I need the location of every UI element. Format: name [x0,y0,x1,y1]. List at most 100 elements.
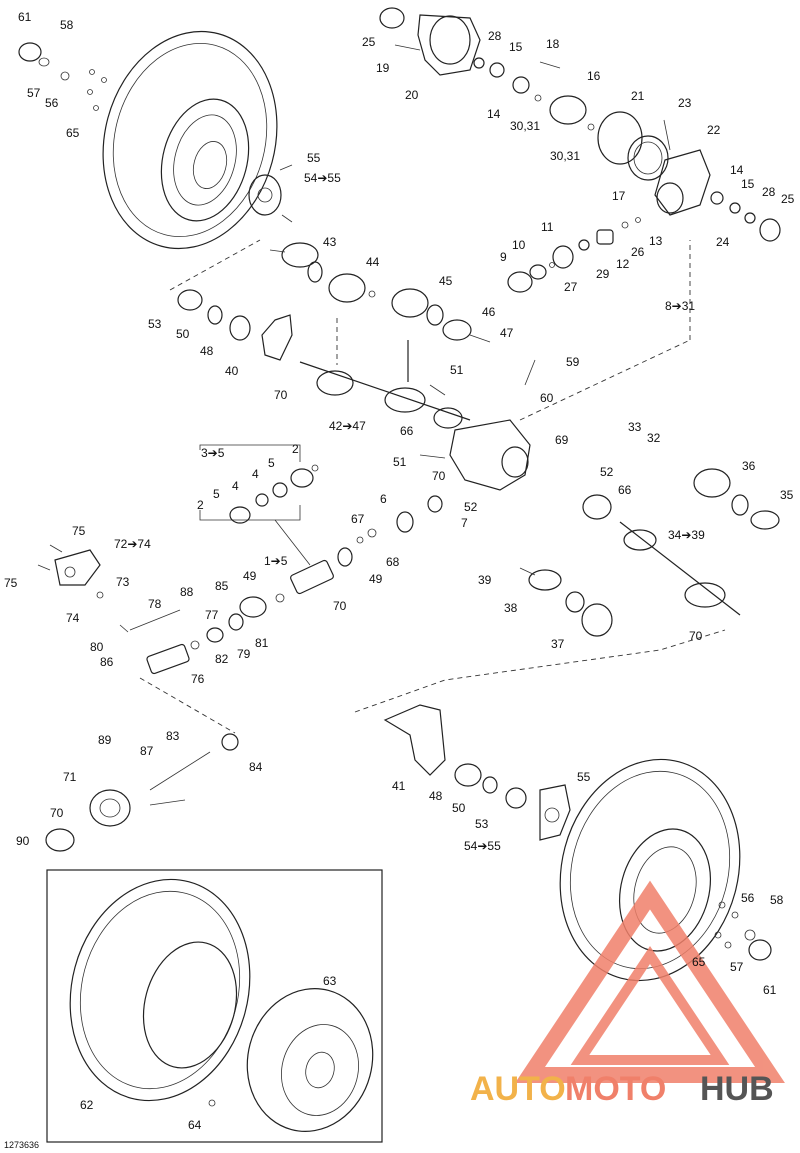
label-12: 12 [616,257,630,271]
label-53b: 53 [475,817,489,831]
label-54-55: 54➔55 [304,171,341,185]
label-58: 58 [60,18,74,32]
label-48: 48 [200,344,214,358]
label-70c: 70 [333,599,347,613]
label-58b: 58 [770,893,784,907]
label-49b: 49 [369,572,383,586]
label-20: 20 [405,88,419,102]
label-5: 5 [268,456,275,470]
label-49: 49 [243,569,257,583]
watermark-text: AUTO MOTO HUB [470,1070,774,1108]
label-65: 65 [66,126,80,140]
label-37: 37 [551,637,565,651]
label-84: 84 [249,760,263,774]
tire-rim-inset [46,869,383,1143]
boot-45-46 [391,288,491,343]
label-70e: 70 [50,806,64,820]
fork-71 [45,677,239,852]
label-74: 74 [66,611,80,625]
label-47: 47 [500,326,514,340]
label-82: 82 [215,652,229,666]
label-23: 23 [678,96,692,110]
rear-differential-housing [419,240,691,520]
label-14b: 14 [730,163,744,177]
label-66: 66 [400,424,414,438]
label-88: 88 [180,585,194,599]
label-19: 19 [376,61,390,75]
gear-assembly-1-5 [199,444,319,566]
label-85: 85 [215,579,229,593]
label-15: 15 [509,40,523,54]
label-55b: 55 [577,770,591,784]
label-78: 78 [148,597,162,611]
rear-knuckle-41 [354,629,726,841]
label-24: 24 [716,235,730,249]
watermark-moto: MOTO [565,1070,666,1108]
label-53: 53 [148,317,162,331]
label-7: 7 [461,516,468,530]
label-32: 32 [647,431,661,445]
label-5b: 5 [213,487,220,501]
actuator-72 [37,544,181,633]
label-34-39: 34➔39 [668,528,705,542]
label-54-55b: 54➔55 [464,839,501,853]
label-83: 83 [166,729,180,743]
label-17: 17 [612,189,626,203]
label-66b: 66 [618,483,632,497]
label-21: 21 [631,89,645,103]
label-62: 62 [80,1098,94,1112]
pinion-parts [507,217,641,293]
drawing-number: 1273636 [4,1140,39,1150]
right-driveshaft-34 [519,468,780,637]
label-79: 79 [237,647,251,661]
watermark-logo [515,880,785,1083]
label-77: 77 [205,608,219,622]
label-73: 73 [116,575,130,589]
label-38: 38 [504,601,518,615]
label-72-74: 72➔74 [114,537,151,551]
label-75: 75 [72,524,86,538]
label-55: 55 [307,151,321,165]
label-28: 28 [488,29,502,43]
front-differential-housing-20 [379,7,481,76]
bearings-top [473,57,669,181]
label-30-31b: 30,31 [550,149,580,163]
label-30-31: 30,31 [510,119,540,133]
label-1-5: 1➔5 [264,554,288,568]
label-52b: 52 [464,500,478,514]
label-90: 90 [16,834,30,848]
label-25b: 25 [781,192,795,206]
knuckle-40 [169,239,293,361]
label-35: 35 [780,488,794,502]
label-68: 68 [386,555,400,569]
cv-joint-43-44 [269,242,376,303]
front-left-wheel [102,30,278,250]
callout-labels: 61 58 57 56 65 25 19 20 28 15 18 16 14 3… [4,10,795,1150]
label-40: 40 [225,364,239,378]
label-45: 45 [439,274,453,288]
driveshaft-42 [299,318,471,421]
label-14: 14 [487,107,501,121]
wheel-nut-61a [18,42,107,111]
label-61b: 61 [763,983,777,997]
label-57b: 57 [730,960,744,974]
label-4b: 4 [232,479,239,493]
label-26: 26 [631,245,645,259]
label-9: 9 [500,250,507,264]
label-67: 67 [351,512,365,526]
label-2b: 2 [197,498,204,512]
label-8-31: 8➔31 [665,299,695,313]
label-75b: 75 [4,576,18,590]
label-51: 51 [450,363,464,377]
label-39: 39 [478,573,492,587]
watermark-auto: AUTO [470,1070,566,1108]
label-2: 2 [292,442,299,456]
label-33: 33 [628,420,642,434]
label-60: 60 [540,391,554,405]
label-70: 70 [274,388,288,402]
shaft-parts-center [146,495,443,675]
label-57: 57 [27,86,41,100]
label-15b: 15 [741,177,755,191]
